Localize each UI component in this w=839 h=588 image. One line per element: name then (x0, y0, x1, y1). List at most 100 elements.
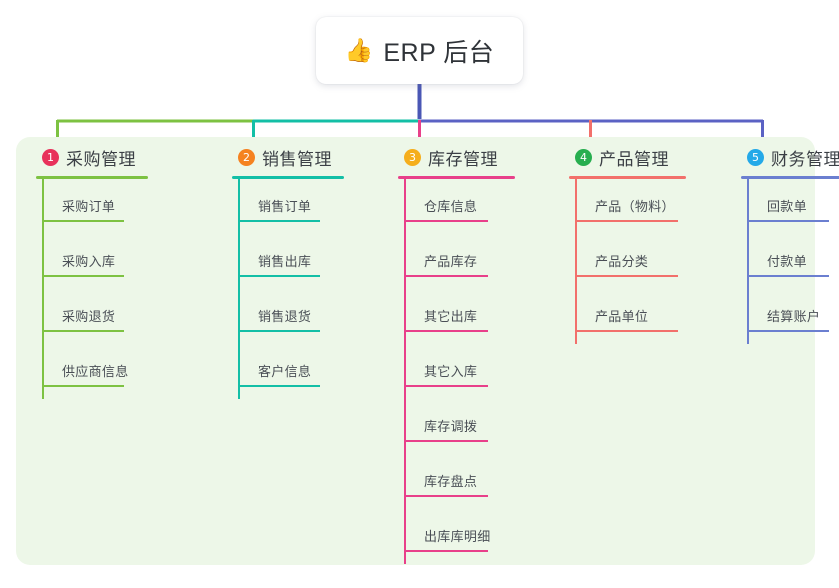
column-header-3[interactable]: 3 库存管理 (398, 145, 515, 169)
tree-item-label: 库存盘点 (424, 474, 478, 489)
column-items: 销售订单销售出库销售退货客户信息 (232, 179, 344, 399)
column-items: 产品（物料） 产品分类产品单位 (569, 179, 686, 344)
tree-item-rule (404, 495, 488, 497)
tree-item-rule (42, 385, 124, 387)
tree-item[interactable]: 采购退货 (36, 289, 148, 344)
tree-item[interactable]: 其它入库 (398, 344, 515, 399)
column-title: 销售管理 (262, 149, 332, 169)
tree-item-rule (238, 220, 320, 222)
column-items: 仓库信息产品库存其它出库其它入库库存调拨库存盘点出库库明细 (398, 179, 515, 564)
tree-item-rule (575, 275, 678, 277)
tree-item[interactable]: 产品库存 (398, 234, 515, 289)
column-spine (575, 179, 577, 344)
tree-item-label: 仓库信息 (424, 199, 478, 214)
tree-item-label: 采购订单 (62, 199, 116, 214)
column-badge-1: 1 (42, 148, 59, 166)
column-badge-5: 5 (747, 148, 764, 166)
root-title: ERP 后台 (383, 38, 495, 67)
column-销售管理: 2 销售管理销售订单销售出库销售退货客户信息 (232, 145, 344, 399)
tree-item-label: 产品单位 (595, 309, 649, 324)
tree-item-rule (404, 220, 488, 222)
tree-item-rule (42, 275, 124, 277)
tree-item[interactable]: 库存调拨 (398, 399, 515, 454)
tree-item[interactable]: 仓库信息 (398, 179, 515, 234)
tree-item[interactable]: 库存盘点 (398, 454, 515, 509)
tree-item[interactable]: 产品分类 (569, 234, 686, 289)
tree-item-label: 供应商信息 (62, 364, 129, 379)
tree-item-label: 产品（物料） (595, 199, 675, 214)
diagram-canvas (16, 137, 815, 565)
column-header-1[interactable]: 1 采购管理 (36, 145, 148, 169)
root-node[interactable]: 👍 ERP 后台 (316, 17, 523, 84)
thumbs-up-emoji: 👍 (344, 37, 374, 63)
column-spine (238, 179, 240, 399)
tree-item[interactable]: 出库库明细 (398, 509, 515, 564)
tree-item[interactable]: 客户信息 (232, 344, 344, 399)
column-rule (569, 176, 686, 179)
column-badge-3: 3 (404, 148, 421, 166)
column-产品管理: 4 产品管理产品（物料） 产品分类产品单位 (569, 145, 686, 344)
tree-item-rule (42, 220, 124, 222)
tree-item-label: 采购入库 (62, 254, 116, 269)
tree-item-label: 出库库明细 (424, 529, 491, 544)
tree-item-label: 付款单 (767, 254, 807, 269)
tree-item-rule (404, 275, 488, 277)
column-header-2[interactable]: 2 销售管理 (232, 145, 344, 169)
column-rule (36, 176, 148, 179)
tree-item-label: 其它入库 (424, 364, 478, 379)
tree-item-rule (747, 220, 829, 222)
tree-item-label: 产品分类 (595, 254, 649, 269)
tree-item-label: 结算账户 (767, 309, 821, 324)
column-badge-4: 4 (575, 148, 592, 166)
tree-item[interactable]: 采购订单 (36, 179, 148, 234)
column-spine (404, 179, 406, 564)
tree-item-label: 销售订单 (258, 199, 312, 214)
tree-item-rule (42, 330, 124, 332)
tree-item-label: 产品库存 (424, 254, 478, 269)
column-财务管理: 5 财务管理回款单付款单结算账户 (741, 145, 839, 344)
tree-item[interactable]: 付款单 (741, 234, 839, 289)
tree-item[interactable]: 供应商信息 (36, 344, 148, 399)
tree-item-label: 销售出库 (258, 254, 312, 269)
tree-item[interactable]: 结算账户 (741, 289, 839, 344)
column-spine (747, 179, 749, 344)
tree-item-rule (238, 330, 320, 332)
column-header-5[interactable]: 5 财务管理 (741, 145, 839, 169)
column-库存管理: 3 库存管理仓库信息产品库存其它出库其它入库库存调拨库存盘点出库库明细 (398, 145, 515, 564)
tree-item-label: 库存调拨 (424, 419, 478, 434)
tree-item-rule (404, 440, 488, 442)
tree-item[interactable]: 回款单 (741, 179, 839, 234)
column-rule (741, 176, 839, 179)
tree-item-rule (747, 330, 829, 332)
column-items: 采购订单采购入库采购退货供应商信息 (36, 179, 148, 399)
tree-item-label: 销售退货 (258, 309, 312, 324)
column-items: 回款单付款单结算账户 (741, 179, 839, 344)
tree-item-rule (404, 385, 488, 387)
column-rule (232, 176, 344, 179)
column-rule (398, 176, 515, 179)
tree-item-rule (575, 330, 678, 332)
tree-item-label: 采购退货 (62, 309, 116, 324)
tree-item[interactable]: 销售出库 (232, 234, 344, 289)
column-title: 财务管理 (771, 149, 839, 169)
column-header-4[interactable]: 4 产品管理 (569, 145, 686, 169)
tree-item-rule (747, 275, 829, 277)
tree-item-label: 客户信息 (258, 364, 312, 379)
tree-item-rule (238, 275, 320, 277)
column-spine (42, 179, 44, 399)
tree-item[interactable]: 销售订单 (232, 179, 344, 234)
tree-item[interactable]: 产品（物料） (569, 179, 686, 234)
column-title: 产品管理 (599, 149, 669, 169)
tree-item-rule (238, 385, 320, 387)
column-title: 采购管理 (66, 149, 136, 169)
column-title: 库存管理 (428, 149, 498, 169)
tree-item[interactable]: 销售退货 (232, 289, 344, 344)
tree-item-label: 回款单 (767, 199, 807, 214)
column-badge-2: 2 (238, 148, 255, 166)
tree-item[interactable]: 其它出库 (398, 289, 515, 344)
tree-item[interactable]: 采购入库 (36, 234, 148, 289)
tree-item[interactable]: 产品单位 (569, 289, 686, 344)
tree-item-rule (575, 220, 678, 222)
tree-item-label: 其它出库 (424, 309, 478, 324)
